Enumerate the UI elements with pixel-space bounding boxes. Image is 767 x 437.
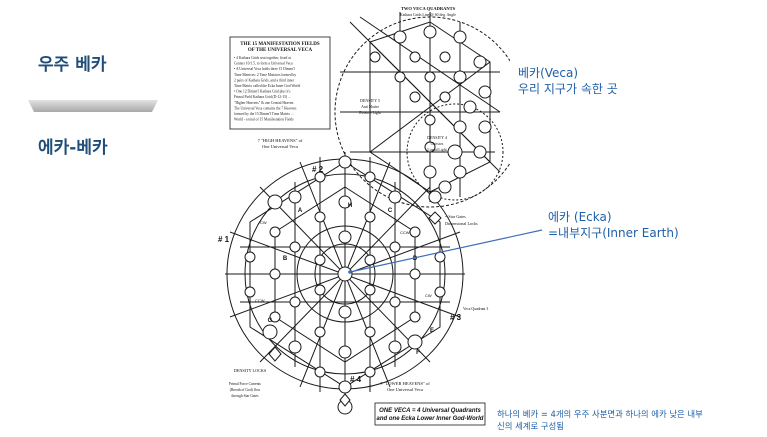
quadrants-sublabel: Kathara Grids Line @ 60 deg. Angle — [400, 13, 456, 17]
definition-line-2: and one Ecka Lower Inner God-World — [377, 416, 484, 422]
density4-sub1: Christos — [431, 142, 444, 146]
dimensional-locks-legend: Dimensional Locks — [445, 221, 478, 226]
slide-title-universal-veca: 우주 베카 — [38, 55, 107, 75]
veca-callout-line2: 우리 지구가 속한 곳 — [518, 82, 618, 96]
divider-wedge — [28, 100, 158, 112]
veca-definition-box: ONE VECA = 4 Universal Quadrants and one… — [374, 402, 486, 426]
veca-diagram: THE 15 MANIFESTATION FIELDS OF THE UNIVE… — [218, 6, 510, 426]
node-letter: D — [413, 256, 418, 262]
box-body-line: • 4 Kathara Grids seat together, fixed a… — [234, 56, 291, 61]
ecka-callout: 에카 (Ecka) =내부지구(Inner Earth) — [548, 209, 679, 241]
box-body-line: • One 12 Dimen'l Kathara Grid plus it's — [234, 90, 291, 94]
rotation-label: CCW — [255, 298, 265, 303]
node-letter: A — [298, 208, 303, 214]
higher-heavens-label: 7 "HIGH HEAVENS" of — [258, 138, 303, 143]
summary-caption: 하나의 베카 = 4개의 우주 사분면과 하나의 에카 낮은 내부 신의 세계로… — [497, 408, 703, 432]
quadrant-number-4: # 4 — [350, 375, 362, 384]
rotation-label: CW — [260, 220, 267, 225]
definition-line-1: ONE VECA = 4 Universal Quadrants — [379, 408, 481, 414]
node-letter: G — [268, 318, 273, 324]
grid-nodes — [244, 155, 446, 415]
box-body-line: Primal Field Kathara Grid (D-12-15) ... — [234, 95, 291, 99]
density-locks-label: DENSITY LOCKS — [234, 368, 267, 373]
rotation-label: CCW — [400, 230, 410, 235]
box-body-line: Time Matrices: 2 Time Matrices formed by — [234, 73, 296, 77]
manifestation-fields-box: THE 15 MANIFESTATION FIELDS OF THE UNIVE… — [229, 36, 331, 130]
primal-force-2: (Breath of God) flow — [230, 388, 261, 392]
density4-label: DENSITY 4 — [427, 135, 447, 140]
ecka-callout-line1: 에카 (Ecka) — [548, 210, 612, 224]
veca-callout-line1: 베카(Veca) — [518, 66, 579, 80]
star-gates-legend: = Star Gates — [445, 214, 466, 219]
higher-heavens-sublabel: One Universal Veca — [262, 144, 298, 149]
box-body-line: Centers 10/1.5, to form a Universal Veca — [234, 62, 293, 67]
lower-heavens-label: 7 "LOWER HEAVENS" of — [380, 381, 430, 386]
primal-force-3: through Star Gates — [232, 394, 260, 398]
box-body-line: The Universal Veca contains the 7 Heaven… — [234, 106, 297, 110]
quadrant-number-3: # 3 — [450, 313, 462, 322]
node-letter: B — [283, 256, 288, 262]
node-letter: F — [416, 350, 420, 356]
box-body-line: formed by the 15 Dimen'l Time Matrix ... — [234, 112, 294, 116]
box-title-1: THE 15 MANIFESTATION FIELDS — [240, 42, 320, 47]
box-body-line: "Higher Heavens" & one Central Heaven. — [234, 101, 294, 105]
star-gate-markers — [268, 211, 442, 407]
primal-force-1: Primal Force Currents — [229, 382, 262, 386]
grid-nodes-upper — [369, 25, 492, 194]
box-title-2: OF THE UNIVERSAL VECA — [248, 48, 313, 53]
box-body-line: • A Universal Veca holds three 15 Dimen'… — [234, 67, 295, 71]
box-body-line: World - a total of 15 Manifestation Fiel… — [234, 118, 294, 122]
density5-label: DENSITY 5 — [360, 98, 380, 103]
node-letter: H — [348, 203, 352, 209]
rotation-label: CW — [425, 293, 432, 298]
summary-line1: 하나의 베카 = 4개의 우주 사분면과 하나의 에카 낮은 내부 — [497, 409, 703, 419]
density5-sub2: Essence Light — [359, 111, 381, 115]
density5-sub1: Anti Matter — [361, 105, 380, 109]
summary-line2: 신의 세계로 구성됨 — [497, 421, 564, 431]
slide-title-ecka-veca: 에카-베카 — [38, 138, 108, 158]
quadrants-label: TWO VECA QUADRANTS — [401, 6, 456, 11]
box-body-line: Time Matrix called the Ecka Inner God Wo… — [234, 84, 300, 88]
node-letter: C — [388, 208, 393, 214]
node-letter: E — [430, 328, 434, 334]
lower-heavens-sublabel: One Universal Veca — [387, 387, 423, 392]
box-body-line: 2 pairs of Kathara Grids, and a third in… — [234, 78, 295, 83]
veca-callout: 베카(Veca) 우리 지구가 속한 곳 — [518, 65, 618, 97]
quadrant-number-2: # 2 — [312, 165, 324, 174]
veca-quadrant-label: Veca Quadrant 3 — [463, 307, 488, 311]
density4-sub2: Liquid Light — [427, 148, 447, 152]
ecka-callout-line2: =내부지구(Inner Earth) — [548, 226, 679, 240]
quadrant-number-1: # 1 — [218, 235, 230, 244]
